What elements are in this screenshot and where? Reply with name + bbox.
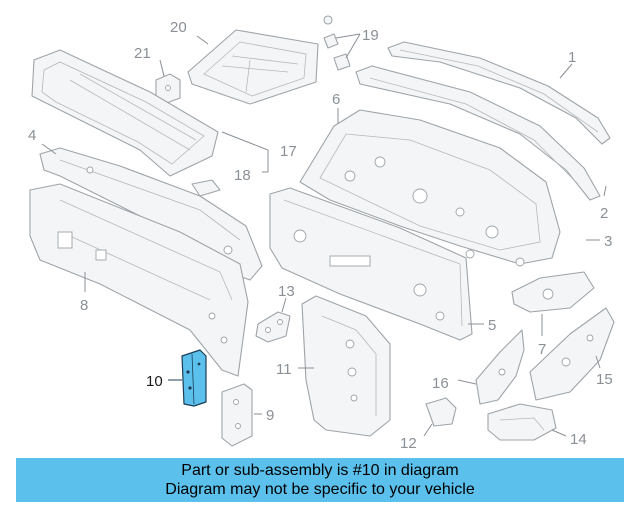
callout-9: 9	[266, 407, 274, 424]
part-20-tray	[187, 29, 319, 105]
callout-3: 3	[604, 233, 612, 250]
callout-14: 14	[570, 431, 587, 448]
callout-1: 1	[568, 49, 576, 66]
part-14-bracket	[487, 403, 567, 441]
callout-19: 19	[362, 27, 379, 44]
part-12-bracket	[423, 397, 457, 437]
part-15-bracket	[529, 307, 615, 401]
part-10-highlighted	[168, 349, 207, 407]
callout-16: 16	[432, 375, 449, 392]
part-6-main-panel	[299, 108, 561, 267]
callout-11: 11	[276, 361, 292, 378]
callout-12: 12	[400, 435, 417, 452]
part-1-top-rail	[387, 41, 611, 145]
part-17-mesh-panel	[31, 49, 269, 177]
callout-7: 7	[538, 341, 546, 358]
part-18-clip	[191, 179, 221, 197]
banner-line-1: Part or sub-assembly is #10 in diagram	[181, 462, 459, 479]
part-8-cross-member	[29, 183, 249, 377]
callout-2: 2	[600, 205, 608, 222]
part-11-pillar	[298, 295, 391, 437]
callout-4: 4	[28, 127, 36, 144]
banner-line-2: Diagram may not be specific to your vehi…	[165, 481, 475, 498]
callout-13: 13	[278, 283, 295, 300]
callout-20: 20	[170, 19, 187, 36]
callout-6: 6	[332, 91, 340, 108]
part-19-clips	[323, 15, 361, 71]
callout-21: 21	[134, 45, 151, 62]
info-banner: Part or sub-assembly is #10 in diagram D…	[16, 458, 624, 502]
callout-18: 18	[234, 167, 251, 184]
callout-17: 17	[280, 143, 297, 160]
callout-5: 5	[488, 317, 496, 334]
part-5-inner-panel	[269, 187, 484, 341]
part-9-plate	[221, 383, 262, 447]
part-13-bracket	[255, 297, 291, 343]
callout-10: 10	[146, 373, 163, 390]
part-7-bracket	[511, 271, 595, 336]
callout-15: 15	[596, 371, 613, 388]
part-2-roof-rail	[355, 65, 607, 201]
callout-8: 8	[80, 297, 88, 314]
part-16-bracket	[457, 329, 525, 405]
